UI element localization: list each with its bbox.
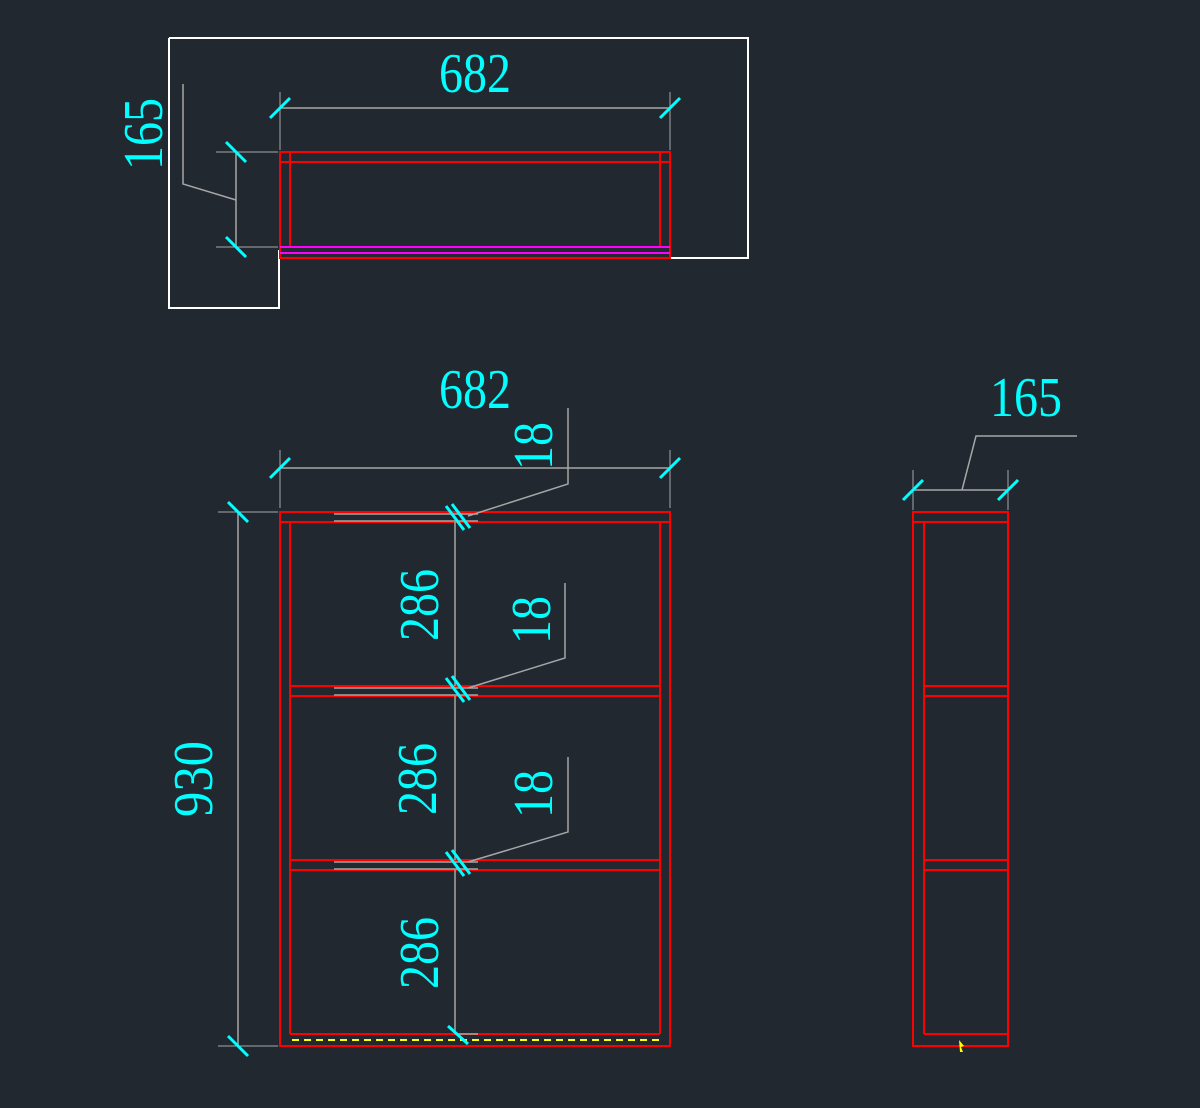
dim-tick [444, 505, 466, 531]
plan-wall-outline [169, 37, 749, 259]
leader-line [467, 583, 566, 689]
front-cabinet [279, 511, 671, 1047]
plan-depth-label: 165 [113, 98, 175, 170]
leader-line [182, 84, 237, 201]
compartment-height-label: 286 [387, 743, 449, 815]
compartment-3-dimensions: 18 286 [389, 757, 569, 1046]
side-depth-dimension: 165 [901, 367, 1077, 510]
plan-width-dimension: 682 [268, 43, 682, 150]
plan-depth-dimension: 165 [113, 84, 278, 259]
plan-view: 682 165 [113, 37, 749, 309]
dim-tick [450, 675, 472, 701]
dim-tick [901, 478, 925, 502]
front-view: 682 930 [163, 359, 682, 1058]
leader-line [961, 435, 1077, 491]
cursor-marker [959, 1040, 964, 1052]
dim-tick [658, 96, 682, 120]
compartment-1-dimensions: 18 286 [389, 408, 569, 641]
front-height-dimension: 930 [163, 500, 278, 1058]
front-cabinet-outer [279, 511, 671, 1047]
plan-wall-outline-lower [168, 38, 280, 309]
front-height-label: 930 [163, 741, 225, 817]
side-depth-label: 165 [990, 367, 1062, 429]
leader-line [467, 408, 569, 517]
front-width-dimension: 682 [268, 359, 682, 508]
compartment-2-dimensions: 18 286 [387, 583, 566, 815]
dim-tick [996, 478, 1020, 502]
plan-width-label: 682 [439, 43, 511, 105]
panel-thickness-label: 18 [503, 422, 565, 470]
panel-thickness-label: 18 [501, 596, 563, 644]
plan-cabinet [279, 151, 671, 259]
dim-tick [450, 849, 472, 875]
dim-tick [224, 235, 248, 259]
dim-tick [224, 140, 248, 164]
dim-tick [226, 1034, 250, 1058]
dim-tick [444, 851, 466, 877]
dim-tick [226, 500, 250, 524]
dim-tick [268, 96, 292, 120]
side-view: 165 [901, 367, 1077, 1052]
dim-tick [268, 456, 292, 480]
leader-line [467, 757, 569, 863]
compartment-height-label: 286 [389, 917, 451, 989]
side-cabinet [912, 511, 1009, 1047]
front-width-label: 682 [439, 359, 511, 421]
dim-tick [450, 503, 472, 529]
dim-tick [446, 1024, 470, 1046]
panel-thickness-label: 18 [503, 770, 565, 818]
dim-tick [444, 677, 466, 703]
dim-tick [658, 456, 682, 480]
compartment-height-label: 286 [389, 569, 451, 641]
